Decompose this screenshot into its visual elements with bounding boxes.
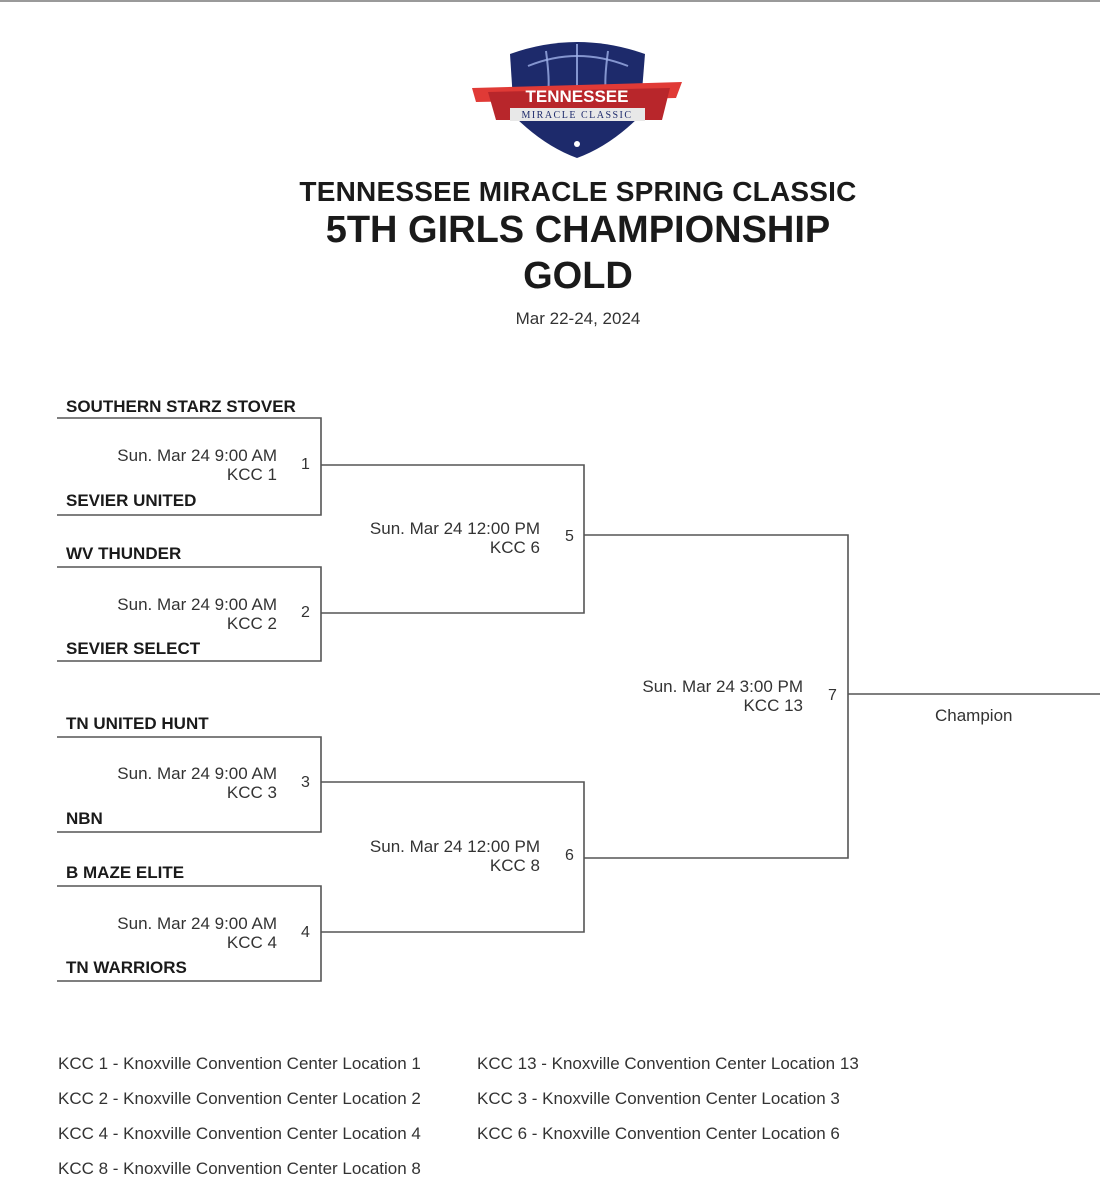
game-2-court: KCC 2 (226, 614, 277, 633)
game-2-number: 2 (301, 604, 310, 621)
game-6-court: KCC 8 (489, 856, 540, 875)
game-2-info: Sun. Mar 24 9:00 AM KCC 2 (117, 595, 277, 633)
team-southern-starz-stover: SOUTHERN STARZ STOVER (66, 397, 296, 416)
legend-kcc-13: KCC 13 - Knoxville Convention Center Loc… (477, 1054, 859, 1073)
game-1-info: Sun. Mar 24 9:00 AM KCC 1 (117, 446, 277, 484)
svg-text:MIRACLE CLASSIC: MIRACLE CLASSIC (521, 110, 632, 121)
game-4-info: Sun. Mar 24 9:00 AM KCC 4 (117, 914, 277, 952)
legend-kcc-3: KCC 3 - Knoxville Convention Center Loca… (477, 1089, 840, 1108)
game-5-info: Sun. Mar 24 12:00 PM KCC 6 (370, 519, 540, 557)
legend-kcc-1: KCC 1 - Knoxville Convention Center Loca… (58, 1054, 421, 1073)
team-nbn: NBN (66, 809, 103, 828)
team-sevier-united: SEVIER UNITED (66, 491, 197, 510)
game-5-number: 5 (565, 528, 574, 545)
team-tn-warriors: TN WARRIORS (66, 958, 187, 977)
game-7-info: Sun. Mar 24 3:00 PM KCC 13 (642, 677, 803, 715)
game-3-court: KCC 3 (226, 783, 277, 802)
legend-kcc-6: KCC 6 - Knoxville Convention Center Loca… (477, 1124, 840, 1143)
game-6-time: Sun. Mar 24 12:00 PM (369, 837, 540, 856)
game-4-time: Sun. Mar 24 9:00 AM (117, 914, 277, 933)
legend-kcc-2: KCC 2 - Knoxville Convention Center Loca… (58, 1089, 421, 1108)
game-4-number: 4 (301, 924, 310, 941)
game-1-number: 1 (301, 456, 310, 473)
game-2-time: Sun. Mar 24 9:00 AM (117, 595, 277, 614)
team-tn-united-hunt: TN UNITED HUNT (66, 714, 209, 733)
tennessee-miracle-classic-logo: TENNESSEE MIRACLE CLASSIC (472, 42, 682, 158)
team-sevier-select: SEVIER SELECT (66, 639, 201, 658)
game-7-time: Sun. Mar 24 3:00 PM (642, 677, 803, 696)
game-3-info: Sun. Mar 24 9:00 AM KCC 3 (117, 764, 277, 802)
game-1-court: KCC 1 (226, 465, 277, 484)
legend-kcc-8: KCC 8 - Knoxville Convention Center Loca… (58, 1159, 421, 1178)
game-7-court: KCC 13 (743, 696, 803, 715)
game-6-info: Sun. Mar 24 12:00 PM KCC 8 (370, 837, 540, 875)
game-3-number: 3 (301, 774, 310, 791)
game-4-court: KCC 4 (226, 933, 277, 952)
game-5-court: KCC 6 (489, 538, 540, 557)
event-title: TENNESSEE MIRACLE SPRING CLASSIC (299, 176, 857, 207)
division-title: 5TH GIRLS CHAMPIONSHIP (325, 209, 831, 251)
event-dates: Mar 22-24, 2024 (515, 309, 641, 328)
game-6-number: 6 (565, 847, 574, 864)
game-3-time: Sun. Mar 24 9:00 AM (117, 764, 277, 783)
team-wv-thunder: WV THUNDER (66, 544, 182, 563)
game-1-time: Sun. Mar 24 9:00 AM (117, 446, 277, 465)
top-border (0, 0, 1100, 2)
svg-text:TENNESSEE: TENNESSEE (526, 87, 629, 106)
team-b-maze-elite: B MAZE ELITE (66, 863, 185, 882)
legend-kcc-4: KCC 4 - Knoxville Convention Center Loca… (58, 1124, 421, 1143)
bracket-name: GOLD (523, 255, 633, 297)
game-7-number: 7 (828, 687, 837, 704)
champion-label: Champion (935, 706, 1013, 725)
game-5-time: Sun. Mar 24 12:00 PM (369, 519, 540, 538)
